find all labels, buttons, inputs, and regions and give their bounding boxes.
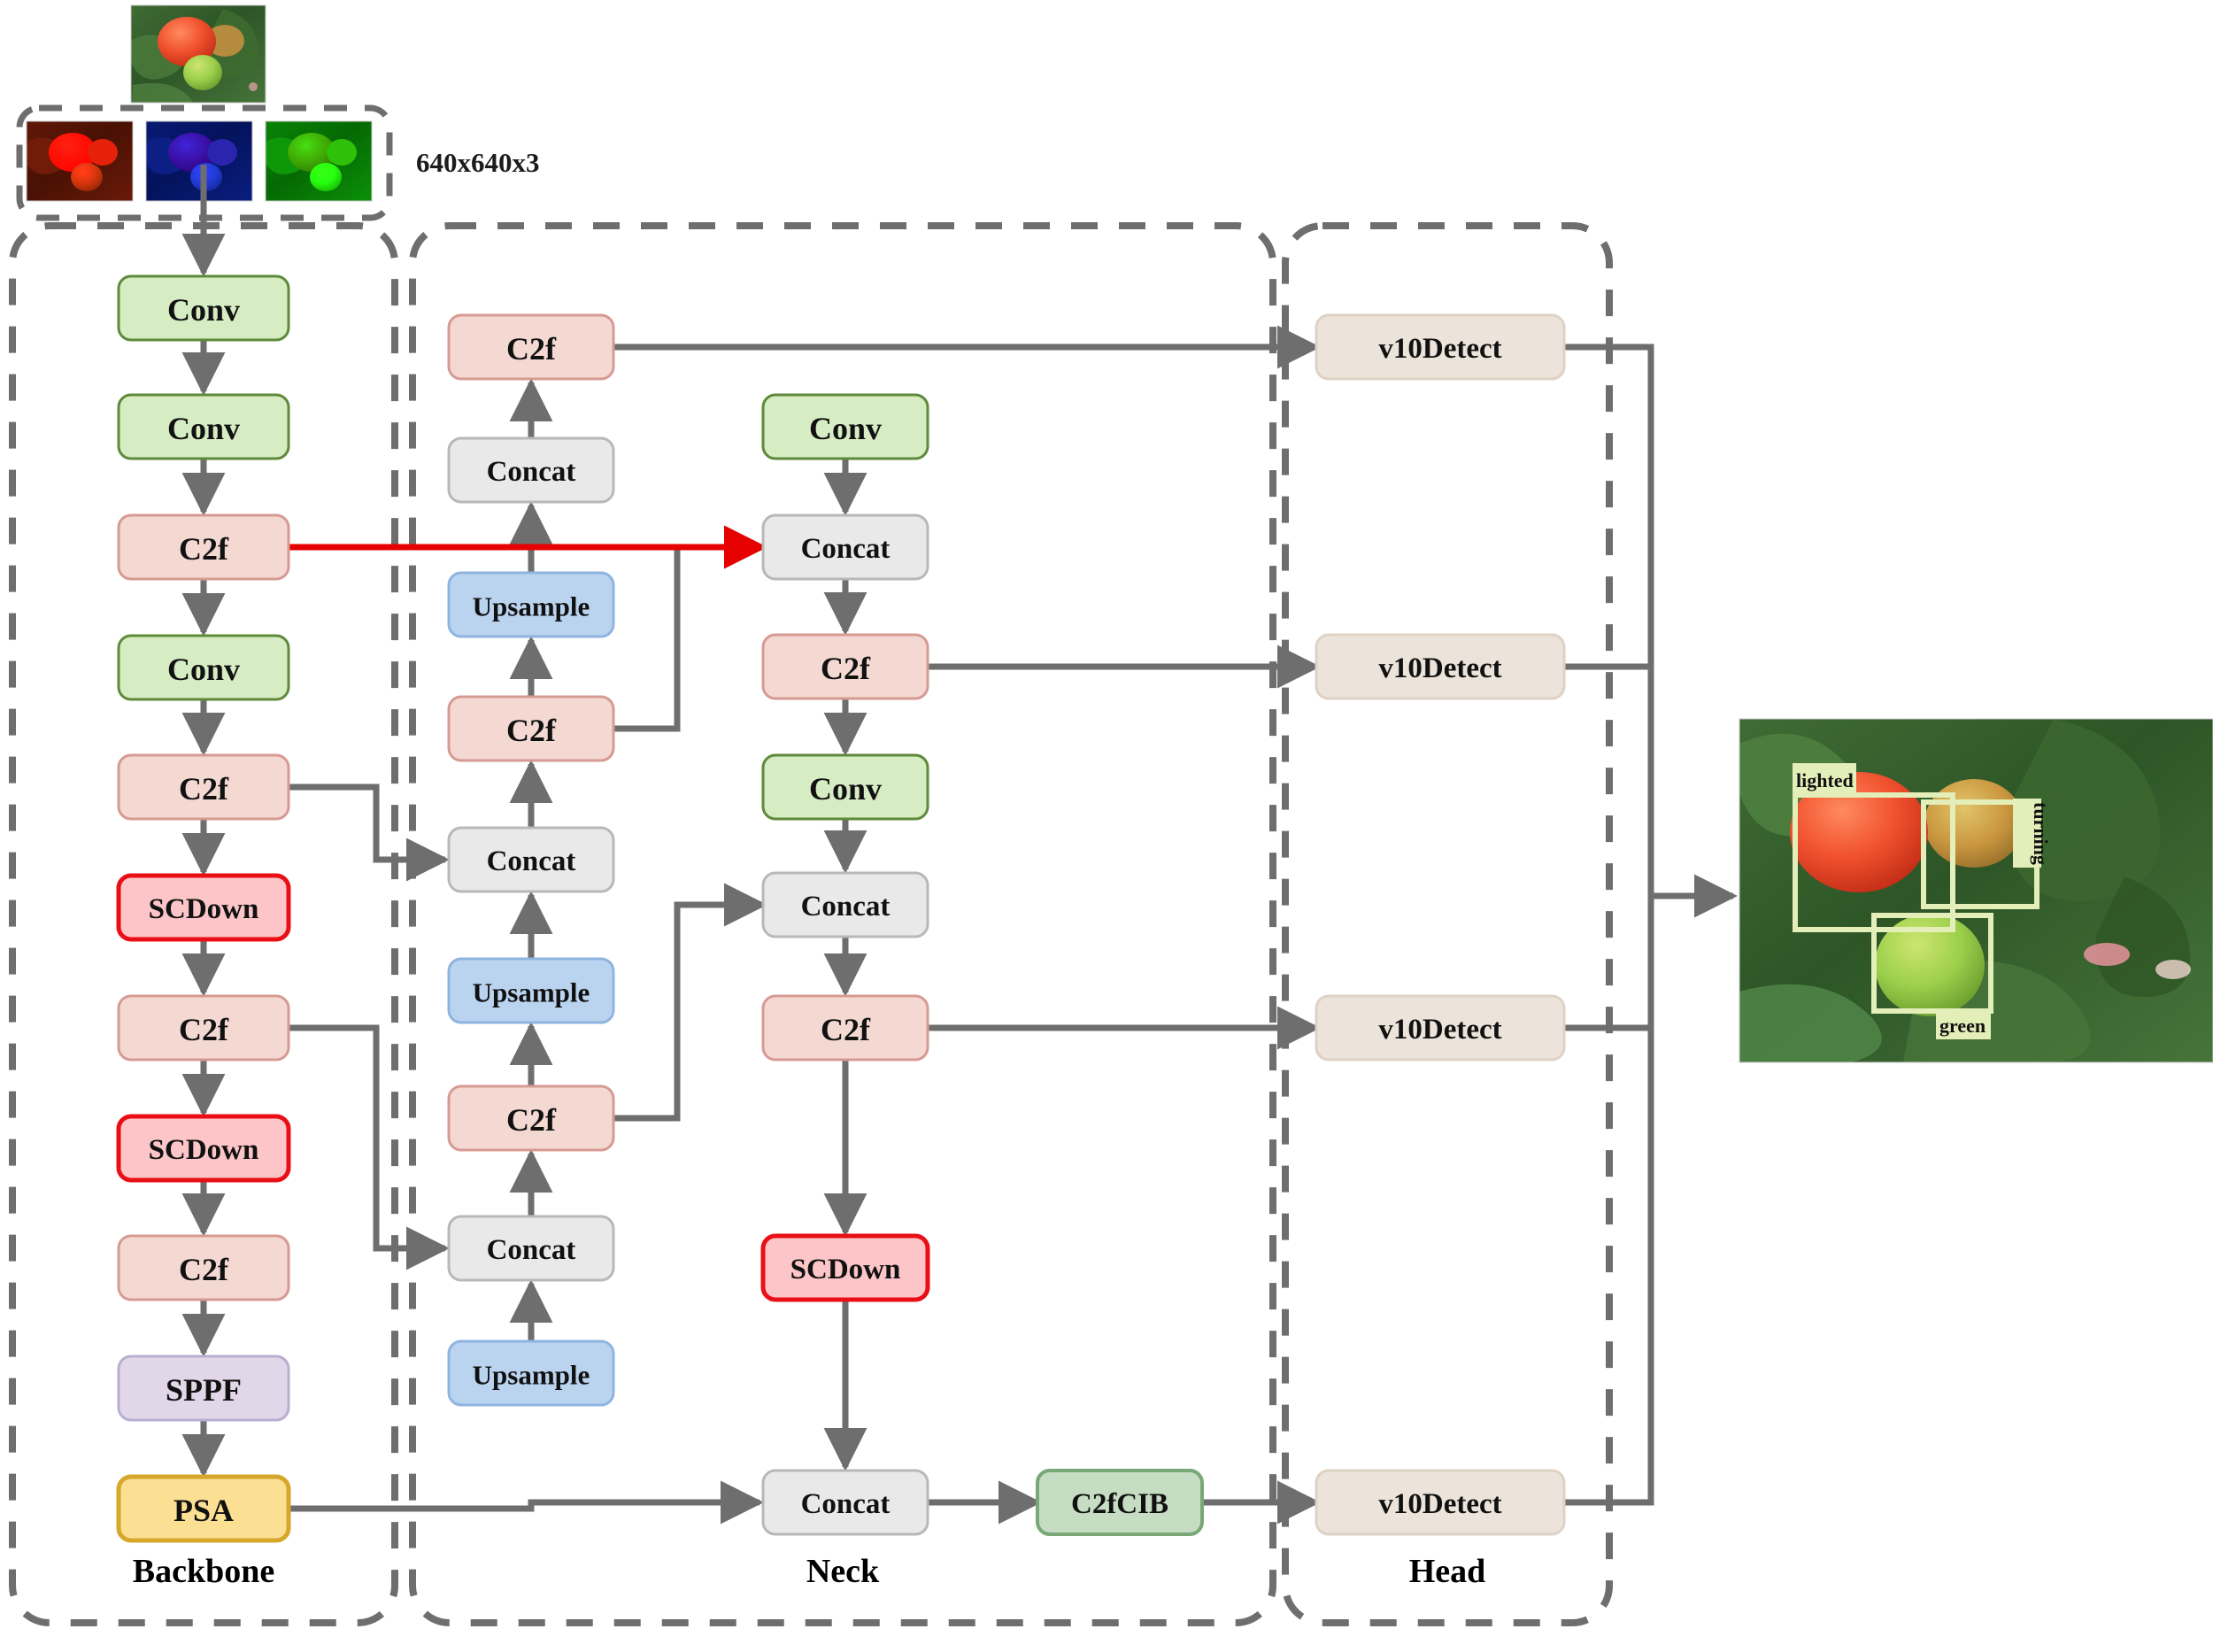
source-image xyxy=(130,4,266,104)
node-label: Concat xyxy=(801,1488,891,1520)
node-bb-conv-2[interactable]: Conv xyxy=(117,393,290,460)
node-bb-c2f-4[interactable]: C2f xyxy=(117,1234,290,1301)
node-label: C2f xyxy=(179,771,229,807)
edge-c2f2-to-concat2 xyxy=(289,784,450,882)
node-bb-c2f-1[interactable]: C2f xyxy=(117,513,290,581)
node-nk-concat-1[interactable]: Concat xyxy=(447,436,615,504)
node-label: Conv xyxy=(167,652,240,687)
node-label: v10Detect xyxy=(1378,652,1501,684)
blue-channel-image xyxy=(145,120,253,202)
node-label: C2f xyxy=(506,331,557,367)
node-label: Concat xyxy=(487,1234,576,1266)
node-label: C2f xyxy=(179,1252,229,1287)
node-label: Conv xyxy=(167,411,240,446)
node-label: Conv xyxy=(167,292,240,328)
input-dimension-label: 640x640x3 xyxy=(416,147,540,178)
section-label-neck: Neck xyxy=(806,1553,880,1590)
green-channel-image xyxy=(265,120,373,202)
node-label: C2f xyxy=(179,1012,229,1047)
node-nk-c2f-4[interactable]: C2f xyxy=(761,633,929,700)
node-bb-psa[interactable]: PSA xyxy=(116,1474,291,1543)
node-nk-concat-4[interactable]: Concat xyxy=(761,513,929,581)
detection-label: green xyxy=(1939,1015,1986,1037)
edge-c2f3-to-concat3 xyxy=(289,1024,450,1270)
node-label: C2fCIB xyxy=(1071,1488,1168,1520)
node-label: Conv xyxy=(809,411,882,446)
node-label: C2f xyxy=(821,651,871,686)
node-bb-scdown-1[interactable]: SCDown xyxy=(116,873,291,942)
detection-box-green: green xyxy=(1871,913,1993,1039)
node-label: Conv xyxy=(809,771,882,807)
node-nk-c2f-5[interactable]: C2f xyxy=(761,994,929,1061)
node-nk-upsample-3[interactable]: Upsample xyxy=(447,1339,615,1407)
red-channel-image xyxy=(26,120,134,202)
node-bb-conv-1[interactable]: Conv xyxy=(117,274,290,342)
node-bb-conv-3[interactable]: Conv xyxy=(117,634,290,701)
node-nk-c2f-top[interactable]: C2f xyxy=(447,313,615,381)
node-bb-c2f-2[interactable]: C2f xyxy=(117,753,290,821)
node-hd-detect-1[interactable]: v10Detect xyxy=(1315,313,1566,381)
node-label: C2f xyxy=(506,713,557,748)
node-label: Concat xyxy=(487,456,576,488)
detection-label: lighted xyxy=(1796,769,1854,791)
node-label: Upsample xyxy=(473,1360,590,1391)
node-label: Concat xyxy=(801,533,891,565)
node-nk-upsample-1[interactable]: Upsample xyxy=(447,571,615,638)
node-label: SPPF xyxy=(166,1372,242,1408)
node-nk-c2fcib[interactable]: C2fCIB xyxy=(1036,1469,1204,1536)
node-hd-detect-4[interactable]: v10Detect xyxy=(1315,1469,1566,1536)
node-nk-c2f-3[interactable]: C2f xyxy=(447,1085,615,1152)
detection-box-turning: turning xyxy=(1921,799,2052,909)
node-nk-conv-2[interactable]: Conv xyxy=(761,753,929,821)
edge-c2f3n-to-concat5 xyxy=(613,883,767,1122)
node-label: Upsample xyxy=(473,977,590,1008)
node-bb-sppf[interactable]: SPPF xyxy=(117,1355,290,1422)
node-label: v10Detect xyxy=(1378,333,1501,365)
node-hd-detect-3[interactable]: v10Detect xyxy=(1315,994,1566,1061)
node-label: PSA xyxy=(173,1493,234,1528)
node-label: Concat xyxy=(487,845,576,877)
node-label: v10Detect xyxy=(1378,1488,1501,1520)
section-label-head: Head xyxy=(1409,1553,1486,1590)
node-label: v10Detect xyxy=(1378,1014,1501,1046)
node-nk-scdown-1[interactable]: SCDown xyxy=(760,1233,930,1302)
node-bb-c2f-3[interactable]: C2f xyxy=(117,994,290,1061)
node-label: SCDown xyxy=(149,893,259,925)
detection-box-lighted: lighted xyxy=(1793,763,1955,932)
node-label: Concat xyxy=(801,891,891,922)
node-nk-upsample-2[interactable]: Upsample xyxy=(447,957,615,1024)
node-nk-concat-6[interactable]: Concat xyxy=(761,1469,929,1536)
node-nk-c2f-2[interactable]: C2f xyxy=(447,695,615,762)
edge-c2f2n-to-concat4 xyxy=(613,525,767,732)
edge-psa-to-concat6 xyxy=(289,1480,764,1525)
node-bb-scdown-2[interactable]: SCDown xyxy=(116,1114,291,1183)
node-label: SCDown xyxy=(149,1134,259,1166)
detection-result-image: lighted turning green xyxy=(1739,718,2213,1063)
detection-label: turning xyxy=(2030,802,2052,865)
section-label-backbone: Backbone xyxy=(133,1553,274,1590)
node-label: C2f xyxy=(821,1012,871,1047)
head-output-bus xyxy=(1564,344,1654,1506)
neck-container xyxy=(409,222,1276,1626)
node-nk-concat-5[interactable]: Concat xyxy=(761,871,929,938)
head-container xyxy=(1282,222,1613,1626)
node-label: Upsample xyxy=(473,591,590,622)
node-label: SCDown xyxy=(790,1254,901,1285)
node-nk-conv-1[interactable]: Conv xyxy=(761,393,929,460)
node-nk-concat-3[interactable]: Concat xyxy=(447,1215,615,1282)
node-label: C2f xyxy=(506,1102,557,1138)
node-label: C2f xyxy=(179,531,229,567)
node-nk-concat-2[interactable]: Concat xyxy=(447,826,615,893)
node-hd-detect-2[interactable]: v10Detect xyxy=(1315,633,1566,700)
